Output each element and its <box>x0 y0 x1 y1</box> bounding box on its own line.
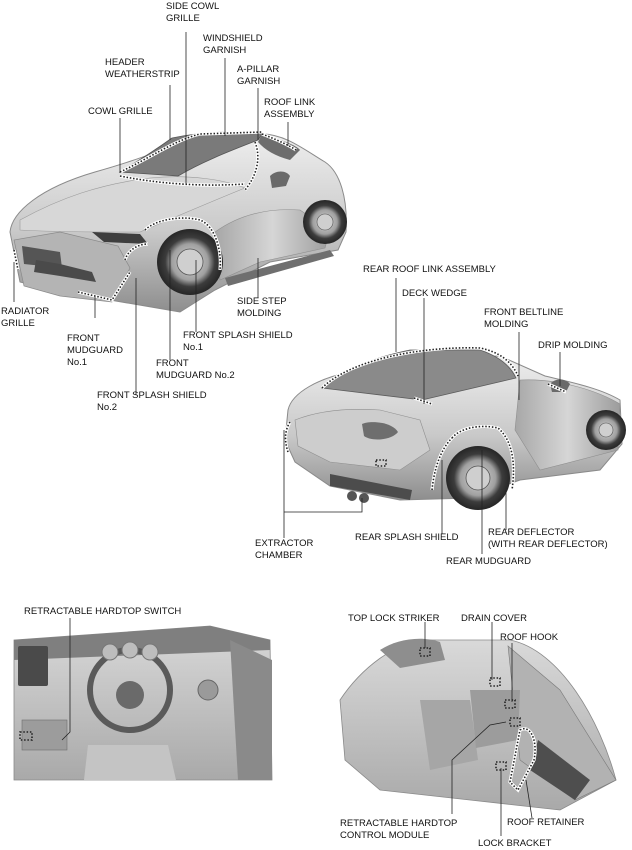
leader-lines <box>13 32 561 836</box>
label-retractable-hardtop-control-module: RETRACTABLE HARDTOP <box>340 818 457 829</box>
label-front-splash-shield-1: FRONT SPLASH SHIELD <box>183 330 293 341</box>
label-front-splash-shield-1-2: No.1 <box>183 342 203 353</box>
door-trim <box>230 640 272 780</box>
label-a-pillar-garnish-2: GARNISH <box>237 76 280 87</box>
label-drip-molding: DRIP MOLDING <box>538 340 608 351</box>
seat <box>420 700 478 770</box>
callout-labels: SIDE COWL GRILLE WINDSHIELD GARNISH HEAD… <box>1 1 608 849</box>
label-drain-cover: DRAIN COVER <box>461 613 527 624</box>
label-rear-splash-shield: REAR SPLASH SHIELD <box>355 532 459 543</box>
rear-diffuser <box>330 474 412 500</box>
label-rear-deflector-2: (WITH REAR DEFLECTOR) <box>488 539 608 550</box>
label-extractor-chamber-2: CHAMBER <box>255 550 303 561</box>
label-radiator-grille: RADIATOR <box>1 306 49 317</box>
label-rear-mudguard: REAR MUDGUARD <box>446 556 531 567</box>
radiator-grille-opening <box>22 246 62 268</box>
label-front-mudguard-2: FRONT <box>156 358 189 369</box>
label-roof-retainer: ROOF RETAINER <box>507 817 585 828</box>
label-retractable-hardtop-control-module-2: CONTROL MODULE <box>340 830 429 841</box>
front-headlight <box>92 232 148 244</box>
label-front-beltline-molding-2: MOLDING <box>484 319 528 330</box>
label-side-step-molding: SIDE STEP <box>237 296 287 307</box>
label-retractable-hardtop-switch: RETRACTABLE HARDTOP SWITCH <box>24 606 181 617</box>
interior-dashboard-illustration <box>13 625 273 781</box>
label-windshield-garnish-2: GARNISH <box>203 45 246 56</box>
label-front-mudguard-1-2: MUDGUARD <box>67 345 123 356</box>
rear-combination-light <box>362 422 398 440</box>
center-console-controls <box>21 719 68 751</box>
label-radiator-grille-2: GRILLE <box>1 318 35 329</box>
label-a-pillar-garnish: A-PILLAR <box>237 64 279 75</box>
label-roof-hook: ROOF HOOK <box>500 632 559 643</box>
side-sill <box>225 250 334 286</box>
rear-quarter-side <box>514 379 621 471</box>
front-door-side <box>214 209 331 281</box>
label-cowl-grille: COWL GRILLE <box>88 106 153 117</box>
label-front-mudguard-2-2: MUDGUARD No.2 <box>156 370 235 381</box>
front-car-illustration <box>9 130 347 313</box>
label-rear-deflector: REAR DEFLECTOR <box>488 527 575 538</box>
label-side-step-molding-2: MOLDING <box>237 308 281 319</box>
label-front-mudguard-1: FRONT <box>67 333 100 344</box>
header-trim <box>380 638 445 668</box>
label-front-splash-shield-2: FRONT SPLASH SHIELD <box>97 390 207 401</box>
label-roof-link-assembly-2: ASSEMBLY <box>264 109 315 120</box>
center-display <box>18 646 48 686</box>
seat-back <box>470 690 520 748</box>
label-front-beltline-molding: FRONT BELTLINE <box>484 307 563 318</box>
label-windshield-garnish: WINDSHIELD <box>203 33 263 44</box>
roof-panel <box>258 134 300 160</box>
label-front-mudguard-1-3: No.1 <box>67 357 87 368</box>
rear-window-opening <box>530 740 590 800</box>
label-top-lock-striker: TOP LOCK STRIKER <box>348 613 440 624</box>
footwell <box>84 745 176 780</box>
rear-bumper-face <box>294 409 431 471</box>
label-roof-link-assembly: ROOF LINK <box>264 97 316 108</box>
dash-top <box>14 626 270 660</box>
label-front-splash-shield-2-2: No.2 <box>97 402 117 413</box>
label-header-weatherstrip: HEADER <box>105 57 145 68</box>
label-rear-roof-link-assembly: REAR ROOF LINK ASSEMBLY <box>363 264 497 275</box>
side-mirror <box>270 171 290 188</box>
label-side-cowl-grille: SIDE COWL <box>166 1 219 12</box>
lower-grille <box>34 260 96 282</box>
interior-roof-illustration <box>339 638 617 811</box>
rear-car-illustration <box>283 346 626 510</box>
label-extractor-chamber: EXTRACTOR <box>255 538 314 549</box>
label-deck-wedge: DECK WEDGE <box>402 288 467 299</box>
label-side-cowl-grille-2: GRILLE <box>166 13 200 24</box>
label-header-weatherstrip-2: WEATHERSTRIP <box>105 69 180 80</box>
label-lock-bracket: LOCK BRACKET <box>478 838 552 849</box>
